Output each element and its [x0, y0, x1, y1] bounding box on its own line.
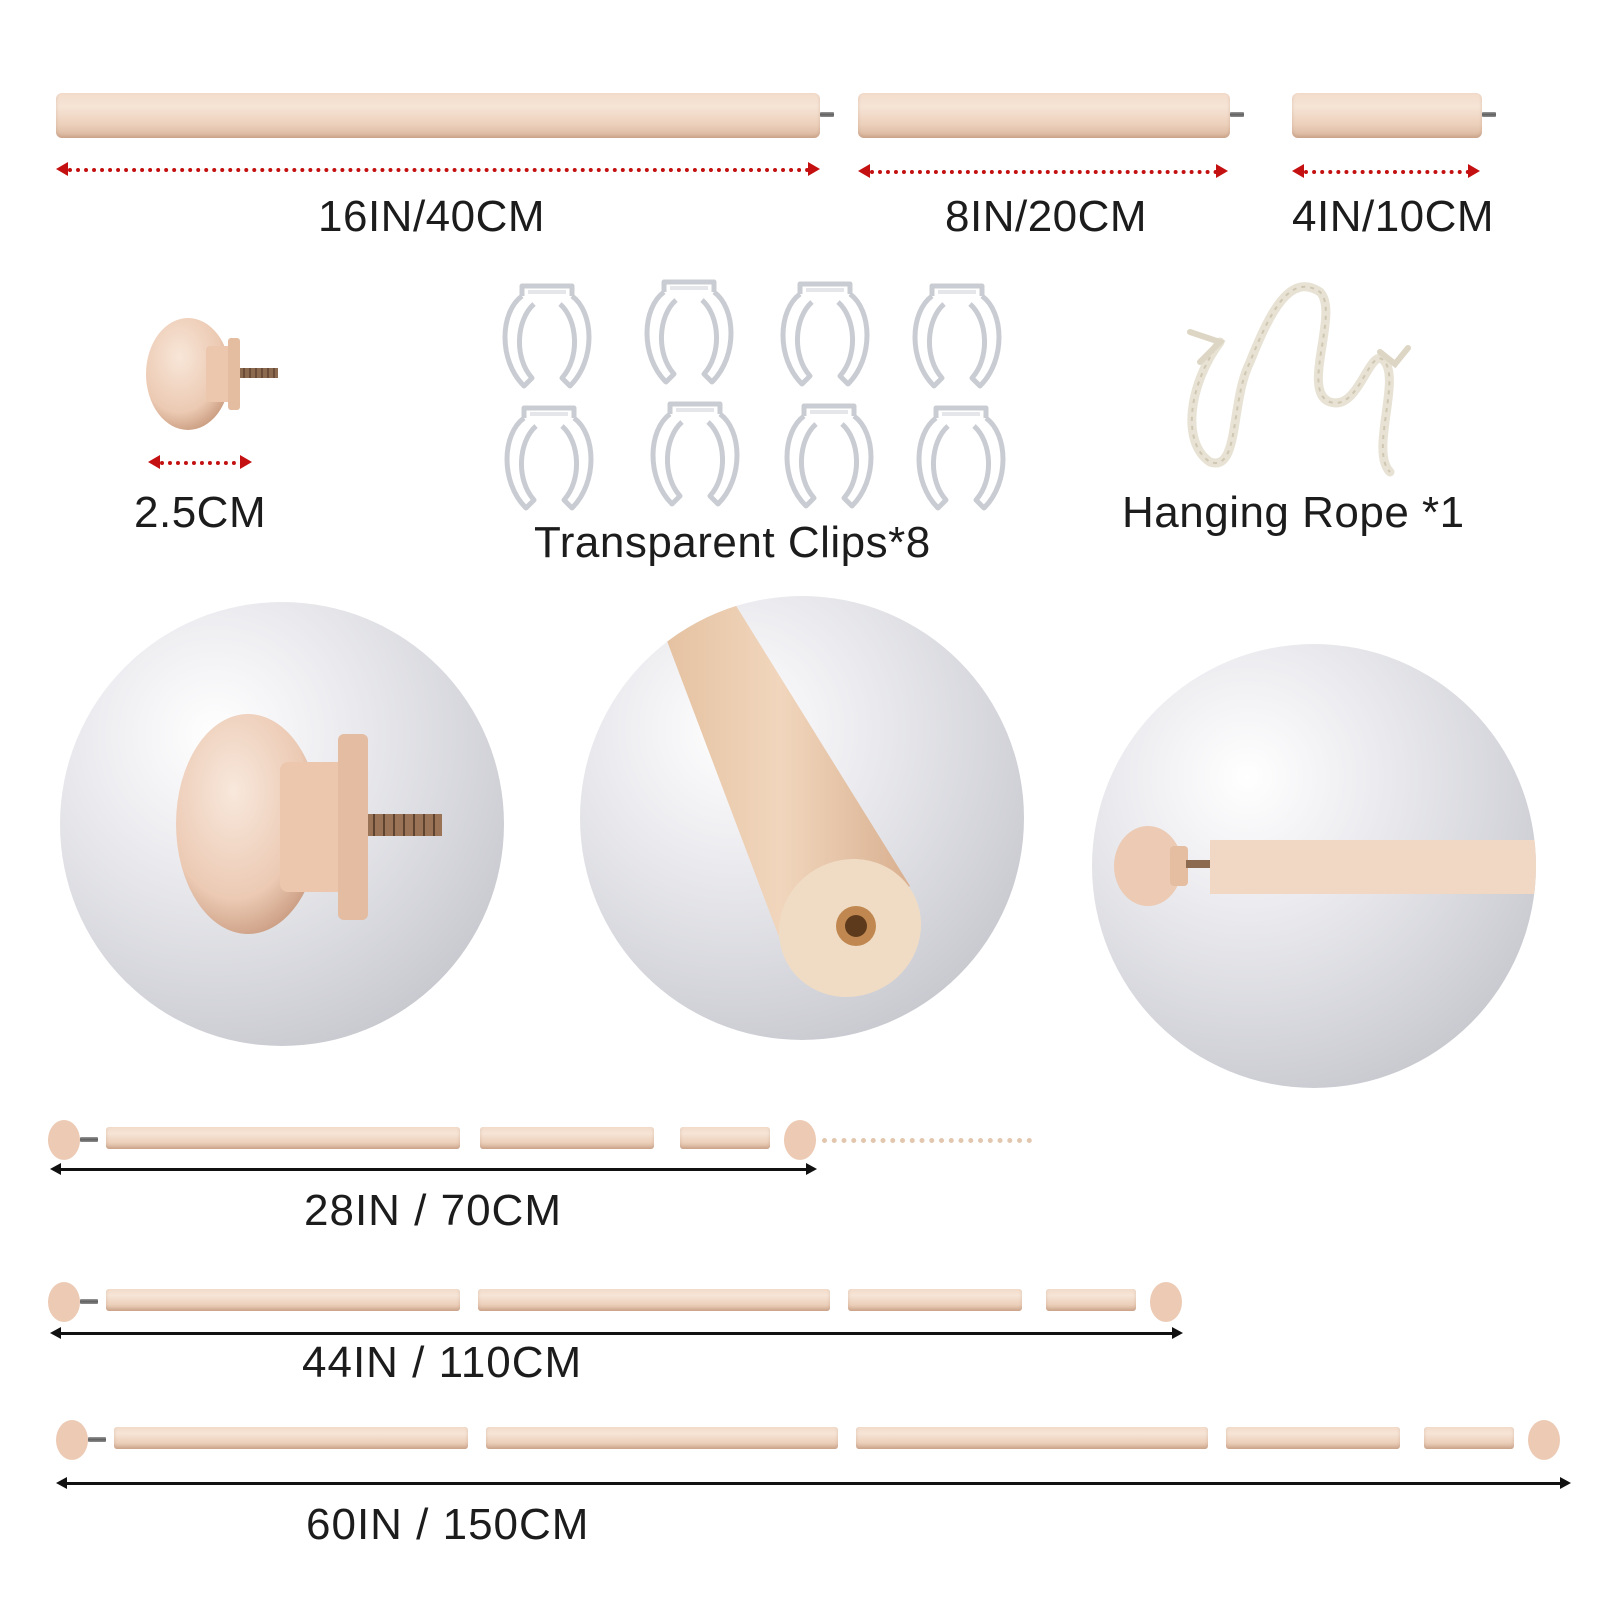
assembly-60in-label: 60IN / 150CM	[306, 1500, 590, 1549]
rod-8in-label: 8IN/20CM	[945, 192, 1148, 241]
detail-rod-end-circle	[580, 596, 1024, 1040]
detail-assembled-circle	[1092, 644, 1536, 1088]
rope-label: Hanging Rope *1	[1122, 488, 1465, 537]
knob-closeup-icon	[176, 714, 442, 934]
clips-label: Transparent Clips*8	[534, 518, 931, 567]
rod-16in-label: 16IN/40CM	[318, 192, 546, 241]
assembled-closeup-icon	[1114, 826, 1536, 906]
assembly-28in-label: 28IN / 70CM	[304, 1186, 562, 1235]
clip-icons	[494, 278, 1024, 518]
rod-end-closeup-icon	[650, 596, 922, 998]
knob-icon	[146, 318, 278, 430]
detail-knob-circle	[60, 602, 504, 1046]
rope-icon	[1187, 282, 1411, 477]
rod-4in-label: 4IN/10CM	[1292, 192, 1495, 241]
assembly-44in-label: 44IN / 110CM	[302, 1338, 583, 1387]
knob-size-label: 2.5CM	[134, 488, 267, 537]
